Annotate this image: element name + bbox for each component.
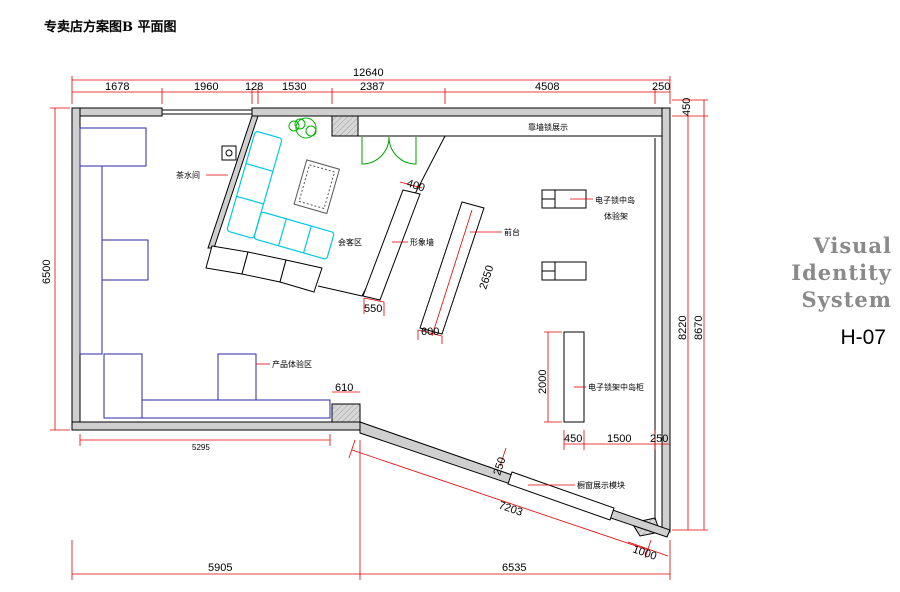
island-racks — [541, 189, 587, 281]
column-left — [331, 403, 361, 423]
dim-6535: 6535 — [502, 562, 526, 574]
window-display-module — [507, 471, 615, 521]
walls — [71, 107, 671, 538]
wall-top-left — [71, 107, 163, 117]
dim-128: 128 — [245, 81, 263, 93]
wall-display-strip — [357, 115, 663, 137]
window-module-label: 橱窗展示模块 — [577, 480, 625, 490]
image-wall — [362, 189, 421, 301]
dim-2387: 2387 — [360, 81, 384, 93]
vis-line-3: System — [801, 287, 892, 312]
sink-drain — [225, 149, 233, 157]
sink — [221, 145, 237, 161]
image-wall-label: 形象墙 — [410, 237, 434, 247]
front-desk — [419, 201, 485, 335]
wall-top-right — [251, 107, 671, 117]
dim-2000: 2000 — [537, 370, 549, 394]
dimension-lines — [50, 76, 708, 580]
dim-1500: 1500 — [607, 433, 631, 445]
meeting-chairs — [205, 245, 323, 293]
plant-icon — [288, 117, 317, 139]
fixture-bottom-left — [103, 353, 143, 419]
dim-1678: 1678 — [105, 81, 129, 93]
tea-room-label: 茶水间 — [176, 170, 200, 180]
dim-400: 400 — [405, 177, 426, 194]
dim-5905: 5905 — [208, 562, 232, 574]
island-rack-label-2: 体验架 — [604, 211, 628, 221]
tea-room-partition — [207, 115, 259, 249]
dim-8220: 8220 — [677, 316, 689, 340]
dim-1000: 1000 — [631, 543, 658, 562]
visual-identity-system-label: Visual Identity System — [772, 232, 892, 313]
dim-250-bottom: 250 — [650, 433, 668, 445]
fixture-top-left — [79, 127, 147, 167]
sheet-code: H-07 — [840, 326, 886, 349]
dim-1530: 1530 — [282, 81, 306, 93]
island-cabinet — [563, 331, 585, 423]
island-cabinet-label: 电子锁架中岛柜 — [588, 382, 644, 392]
dim-550: 550 — [364, 303, 382, 315]
wall-bottom-left — [71, 421, 361, 431]
dim-610: 610 — [335, 382, 353, 394]
dim-12640: 12640 — [353, 67, 384, 79]
page-title: 专卖店方案图B 平面图 — [44, 20, 177, 35]
sofa-set — [226, 131, 335, 260]
dim-600: 600 — [421, 326, 439, 338]
dim-1960: 1960 — [194, 81, 218, 93]
double-door — [361, 136, 417, 165]
coffee-table — [293, 159, 341, 215]
front-desk-label: 前台 — [504, 227, 520, 237]
wall-right — [661, 107, 671, 533]
dim-450-right: 450 — [681, 98, 693, 116]
island-rack-label: 电子锁中岛 — [595, 195, 635, 205]
wall-left — [71, 107, 81, 431]
meeting-area-label: 会客区 — [338, 237, 362, 247]
dim-2650: 2650 — [477, 264, 496, 291]
dim-250-module: 250 — [491, 456, 508, 477]
column-top — [331, 115, 359, 137]
dim-450-bottom: 450 — [564, 433, 582, 445]
dim-4508: 4508 — [535, 81, 559, 93]
product-area-label: 产品体验区 — [272, 359, 312, 369]
dim-250-top: 250 — [652, 81, 670, 93]
vis-line-2: Identity — [791, 260, 892, 285]
fixture-bottom-strip — [141, 399, 331, 419]
wall-display-label: 靠墙锁展示 — [528, 122, 568, 132]
dim-5295: 5295 — [192, 443, 210, 452]
dim-7203: 7203 — [497, 499, 524, 518]
left-fixtures — [79, 127, 331, 419]
fixture-left-strip — [79, 165, 103, 355]
dim-8670: 8670 — [693, 316, 705, 340]
meeting-area-boundary — [317, 285, 363, 297]
vis-line-1: Visual — [813, 233, 892, 258]
dim-6500: 6500 — [41, 260, 53, 284]
